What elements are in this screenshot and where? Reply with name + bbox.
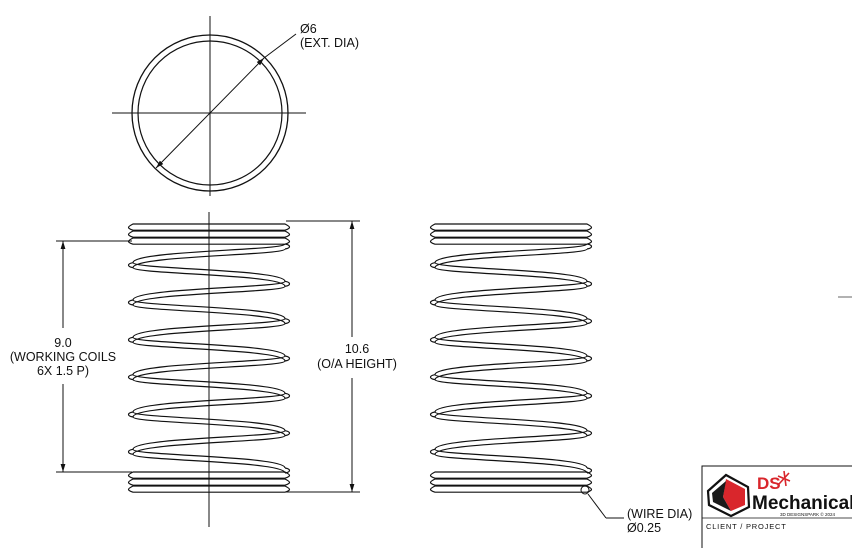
logo-cube-red-face — [723, 479, 745, 511]
spring-coil-front-view — [127, 223, 291, 493]
overall-height-value: 10.6 — [345, 342, 369, 356]
working-coils-label: (WORKING COILS — [10, 350, 116, 364]
logo-cube-dark-face — [712, 481, 731, 511]
wire-dia-label: (WIRE DIA) — [627, 507, 692, 521]
spring-coil-side-view — [429, 223, 593, 493]
title-block: DS Mechanical 3D DESIGNSPARK © 2024 CLIE… — [701, 465, 852, 548]
ext-dia-dimension-line — [155, 57, 265, 169]
overall-height-label: (O/A HEIGHT) — [317, 357, 397, 371]
wire-section-circle — [580, 485, 590, 495]
top-view: Ø6 (EXT. DIA) — [112, 16, 359, 196]
logo-subtext: 3D DESIGNSPARK © 2024 — [780, 511, 836, 517]
client-project-label: CLIENT / PROJECT — [706, 522, 787, 531]
ext-dia-value: Ø6 — [300, 22, 317, 36]
logo-text-ds: DS — [757, 474, 781, 493]
logo-text-mechanical: Mechanical — [752, 493, 852, 514]
wire-dia-leader — [587, 493, 607, 519]
ext-dia-label: (EXT. DIA) — [300, 36, 359, 50]
working-coils-detail: 6X 1.5 P) — [37, 364, 89, 378]
front-view-wire: (WIRE DIA) Ø0.25 — [429, 223, 692, 535]
ds-mechanical-logo: DS Mechanical 3D DESIGNSPARK © 2024 — [706, 470, 852, 518]
front-view-dimensioned: 9.0 (WORKING COILS 6X 1.5 P) 10.6 (O/A H… — [10, 212, 397, 527]
logo-spark-icon — [777, 470, 791, 487]
working-coils-value: 9.0 — [54, 336, 71, 350]
wire-dia-value: Ø0.25 — [627, 521, 661, 535]
ext-dia-leader — [263, 33, 297, 59]
